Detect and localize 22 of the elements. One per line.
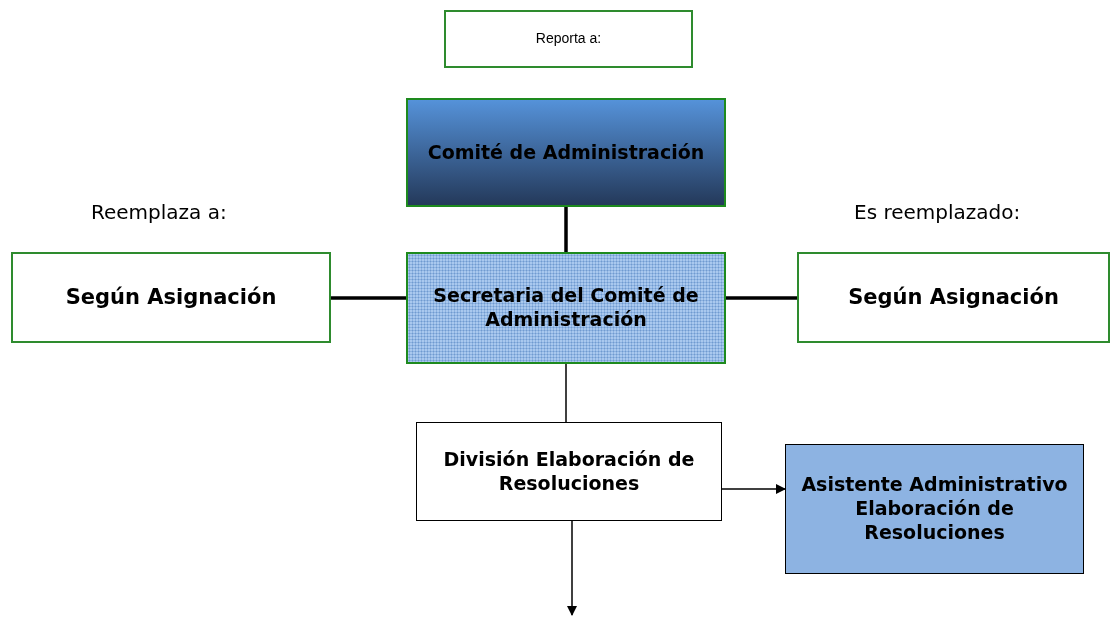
node-caption: Reemplaza a: xyxy=(91,200,227,224)
node-label: Comité de Administración xyxy=(427,140,705,165)
node-label: División Elaboración de Resoluciones xyxy=(442,447,696,496)
node-label: Según Asignación xyxy=(848,284,1059,311)
arrow xyxy=(567,520,577,616)
node-label: Reporta a: xyxy=(535,30,602,48)
connector-line xyxy=(726,296,797,300)
arrow xyxy=(721,484,786,494)
node-label: Asistente Administrativo Elaboración de Resoluciones xyxy=(800,473,1069,545)
header-box xyxy=(444,10,693,68)
node-caption: Es reemplazado: xyxy=(854,200,1021,224)
process-box xyxy=(406,252,726,364)
connector-line xyxy=(565,363,567,423)
process-box xyxy=(416,422,722,521)
connector-line xyxy=(331,296,406,300)
process-box xyxy=(797,252,1110,343)
process-box xyxy=(11,252,331,343)
process-box xyxy=(785,444,1084,574)
node-label: Según Asignación xyxy=(65,284,277,311)
node-label: Secretaria del Comité de Administración xyxy=(432,284,700,332)
process-box xyxy=(406,98,726,207)
connector-line xyxy=(564,207,568,252)
